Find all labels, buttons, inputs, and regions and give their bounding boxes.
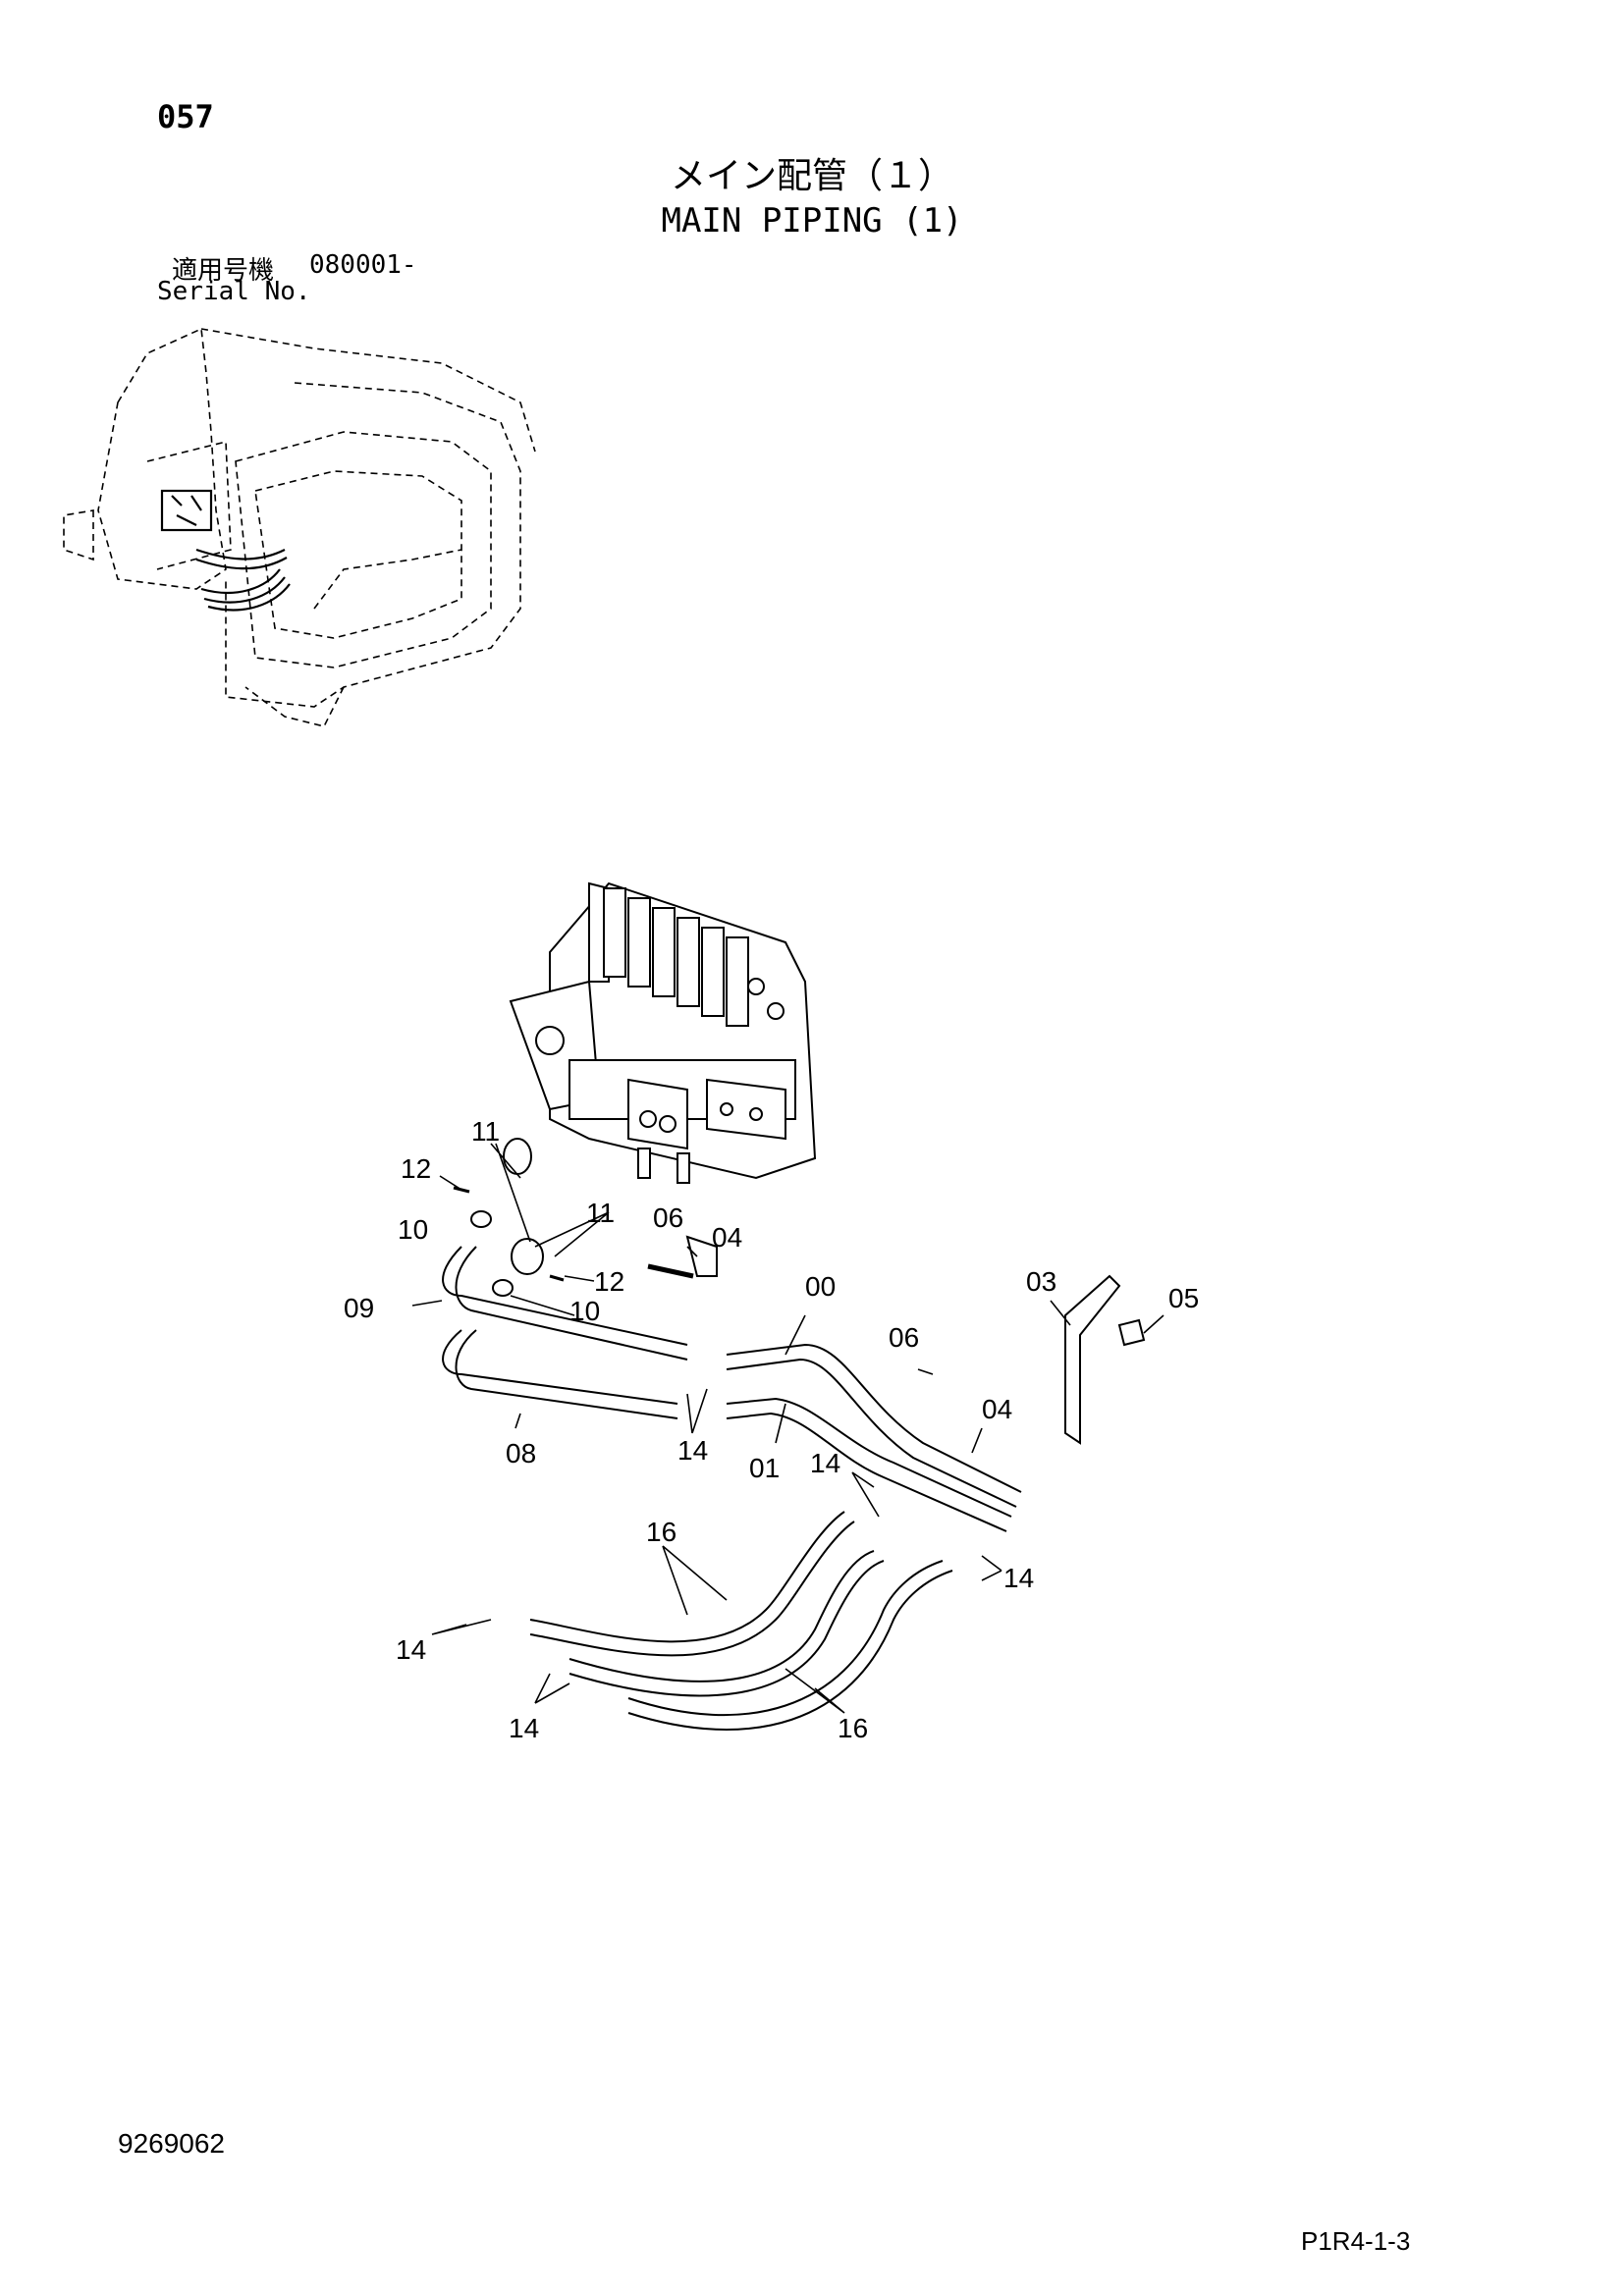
lower-hoses (529, 1511, 953, 1731)
callout-14: 14 (396, 1634, 426, 1665)
callout-12: 12 (401, 1153, 431, 1184)
callout-09: 09 (344, 1293, 374, 1323)
page-title-english: MAIN PIPING (1) (661, 201, 963, 240)
callout-14: 14 (1003, 1563, 1034, 1593)
page-number: 057 (157, 98, 214, 135)
callout-16: 16 (646, 1517, 677, 1547)
callout-04: 04 (712, 1222, 742, 1253)
callout-10: 10 (569, 1296, 600, 1326)
callout-01: 01 (749, 1453, 780, 1483)
callout-04: 04 (982, 1394, 1012, 1424)
hoses-and-pipes (442, 1246, 1022, 1532)
callout-16: 16 (838, 1713, 868, 1743)
flange-parts (453, 1138, 718, 1297)
callout-10: 10 (398, 1214, 428, 1245)
callout-14: 14 (509, 1713, 539, 1743)
bracket-part (1064, 1274, 1146, 1445)
callout-11: 11 (471, 1116, 500, 1147)
serial-number-range: 080001- (309, 250, 417, 280)
callout-08: 08 (506, 1438, 536, 1468)
control-valve-illustration (509, 881, 817, 1184)
callout-14: 14 (810, 1448, 840, 1478)
callout-12: 12 (594, 1266, 624, 1297)
callout-14: 14 (677, 1435, 708, 1466)
callout-06: 06 (653, 1202, 683, 1233)
callout-00: 00 (805, 1271, 836, 1302)
callout-06: 06 (889, 1322, 919, 1353)
callout-leader-lines (411, 1143, 1164, 1714)
machine-overview-illustration (63, 327, 536, 727)
serial-label-english: Serial No. (157, 277, 311, 306)
serial-label-japanese: 適用号機 (172, 256, 275, 286)
callout-03: 03 (1026, 1266, 1056, 1297)
callout-05: 05 (1168, 1283, 1199, 1313)
callout-11: 11 (586, 1198, 615, 1228)
overview-piping-highlight (160, 489, 291, 612)
page-title-japanese: メイン配管（１） (670, 156, 953, 196)
document-number: 9269062 (118, 2128, 226, 2159)
page-code: P1R4-1-3 (1301, 2226, 1411, 2256)
